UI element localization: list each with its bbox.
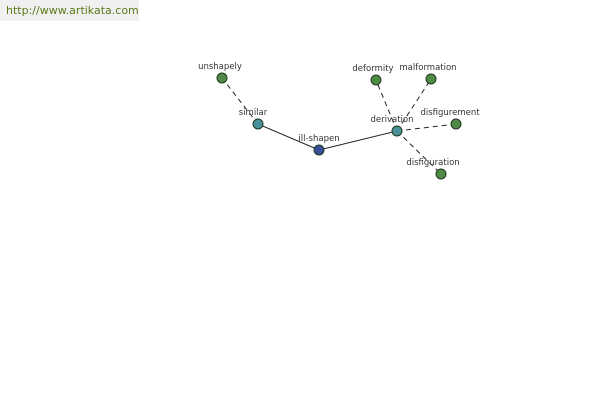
node-label[interactable]: ill-shapen (298, 134, 339, 144)
node-label[interactable]: derivation (370, 115, 413, 125)
node-label[interactable]: disfigurement (420, 108, 480, 118)
source-url-banner[interactable]: http://www.artikata.com (0, 0, 139, 21)
node-malformation[interactable]: malformation (399, 63, 457, 85)
node-circle[interactable] (313, 144, 325, 156)
edge-derivation-deformity (375, 79, 398, 132)
edge-derivation-disfiguration (396, 130, 442, 175)
node-label[interactable]: disfiguration (406, 158, 459, 168)
node-derivation[interactable]: derivation (370, 115, 414, 137)
node-label[interactable]: unshapely (198, 62, 242, 72)
edges-layer (221, 77, 457, 175)
node-circle[interactable] (252, 118, 264, 130)
node-disfigurement[interactable]: disfigurement (420, 108, 480, 130)
edge-ill-shapen-derivation (318, 130, 398, 151)
node-similar[interactable]: similar (239, 108, 268, 130)
node-label[interactable]: malformation (399, 63, 456, 73)
node-unshapely[interactable]: unshapely (198, 62, 242, 84)
node-circle[interactable] (216, 72, 228, 84)
node-label[interactable]: similar (239, 108, 268, 118)
edge-similar-unshapely (221, 77, 259, 125)
node-circle[interactable] (425, 73, 437, 85)
node-circle[interactable] (435, 168, 447, 180)
node-circle[interactable] (370, 74, 382, 86)
node-circle[interactable] (391, 125, 403, 137)
node-circle[interactable] (450, 118, 462, 130)
edge-ill-shapen-similar (257, 123, 320, 151)
edge-derivation-disfigurement (396, 123, 457, 132)
node-deformity[interactable]: deformity (352, 64, 394, 86)
node-ill-shapen[interactable]: ill-shapen (298, 134, 340, 156)
node-disfiguration[interactable]: disfiguration (406, 158, 460, 180)
node-label[interactable]: deformity (352, 64, 393, 74)
edge-derivation-malformation (396, 78, 432, 132)
nodes-layer: ill-shapen similar derivation unshapely defo… (198, 62, 480, 180)
